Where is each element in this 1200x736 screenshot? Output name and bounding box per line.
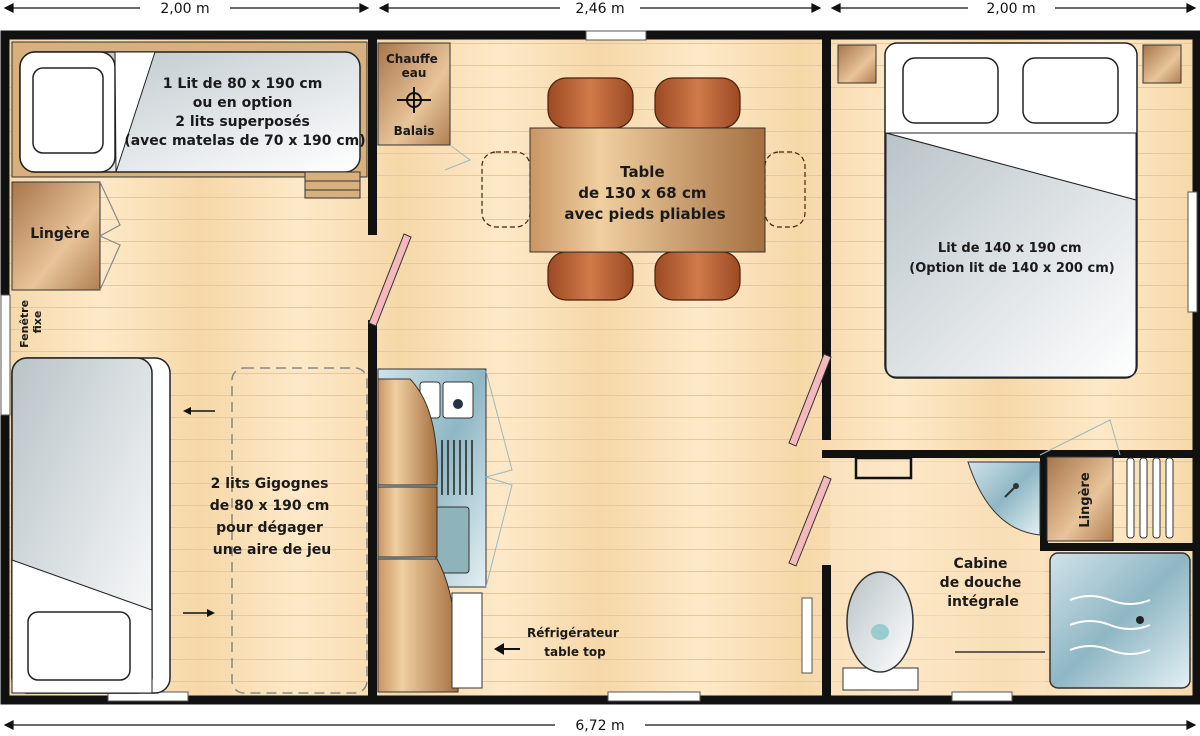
sink [435, 506, 470, 574]
crosshair-icon [397, 87, 431, 113]
ladder [304, 171, 361, 199]
arrow-left-icon [494, 643, 504, 655]
dimension-top-right: 2,00 m [986, 1, 1035, 17]
fixed-window-label: Fenêtre fixe [18, 296, 44, 348]
single-bed-label: 1 Lit de 80 x 190 cm ou en option 2 lits… [124, 76, 365, 149]
nightstand [1142, 44, 1182, 84]
toilet [842, 571, 919, 691]
single-bed [11, 41, 368, 199]
double-bed [884, 42, 1138, 379]
dimension-lines [3, 3, 1197, 730]
interior-walls [368, 35, 1197, 700]
dimension-top-middle: 2,46 m [575, 1, 624, 17]
dimension-top-left: 2,00 m [160, 1, 209, 17]
nightstand [837, 44, 877, 84]
windows [0, 30, 1198, 702]
trundle-beds [11, 357, 368, 694]
bathroom-sink [967, 461, 1041, 536]
kitchen-counter [377, 368, 513, 693]
water-heater-label: Chauffe eau [386, 52, 442, 80]
trundle-beds-label: 2 lits Gigognes de 80 x 190 cm pour déga… [210, 476, 335, 558]
fridge-label: Réfrigérateur table top [527, 626, 623, 659]
double-bed-label: Lit de 140 x 190 cm (Option lit de 140 x… [909, 241, 1114, 276]
shower-label: Cabine de douche intégrale [940, 556, 1027, 610]
dining-table [529, 127, 766, 253]
broom-label: Balais [394, 124, 435, 138]
doors [368, 233, 832, 567]
table-label: Table de 130 x 68 cm avec pieds pliables [564, 163, 725, 223]
chairs [481, 77, 806, 301]
pillow [32, 67, 104, 154]
towel-rail [1126, 457, 1174, 539]
wardrobe-bathroom-label: Lingère [1078, 472, 1093, 528]
towel-bar [854, 456, 913, 480]
shower-tray [1049, 552, 1191, 689]
wardrobe-left-label: Lingère [30, 226, 90, 242]
fridge [451, 592, 483, 689]
wardrobe-bathroom [1046, 456, 1114, 542]
dimension-bottom-total: 6,72 m [575, 718, 624, 734]
